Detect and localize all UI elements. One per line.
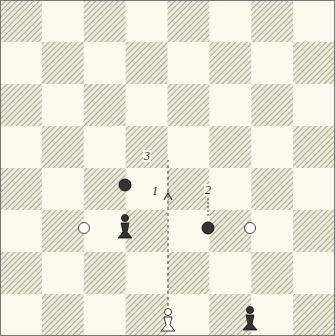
board-square (293, 210, 335, 253)
board-square (293, 0, 335, 43)
board-square (84, 210, 126, 253)
board-square (0, 42, 42, 85)
board-square (209, 252, 251, 295)
board-square (168, 252, 210, 295)
board-square (0, 252, 42, 295)
board-square (209, 168, 251, 211)
board-square (84, 294, 126, 336)
board-square (293, 42, 335, 85)
board-square (126, 84, 168, 127)
board-square (293, 126, 335, 169)
board-square (84, 252, 126, 295)
board-square (168, 84, 210, 127)
board-square (0, 126, 42, 169)
callout-number: 2 (204, 184, 212, 196)
board-square (84, 0, 126, 43)
board-square (0, 294, 42, 336)
board-square (168, 42, 210, 85)
board-square (126, 252, 168, 295)
board-square (84, 84, 126, 127)
board-square (168, 0, 210, 43)
board-square (209, 42, 251, 85)
board-square (42, 0, 84, 43)
board-square (42, 84, 84, 127)
board-square (168, 126, 210, 169)
board-square (42, 126, 84, 169)
board-square (0, 84, 42, 127)
callout-number: 1 (151, 185, 159, 197)
board-square (251, 0, 293, 43)
board-square (0, 0, 42, 43)
board-square (0, 168, 42, 211)
board-square (293, 252, 335, 295)
board-square (251, 168, 293, 211)
board-square (42, 252, 84, 295)
board-square (126, 42, 168, 85)
board-square (0, 210, 42, 253)
board-square (251, 126, 293, 169)
board-square (251, 294, 293, 336)
board-square (251, 42, 293, 85)
board-square (251, 210, 293, 253)
board-square (126, 168, 168, 211)
board-square (42, 168, 84, 211)
board-square (42, 210, 84, 253)
board-square (126, 126, 168, 169)
board-square (126, 210, 168, 253)
callout-number: 3 (143, 150, 151, 162)
board-square (209, 0, 251, 43)
board-square (42, 294, 84, 336)
board-square (293, 168, 335, 211)
board-square (126, 0, 168, 43)
board-square (42, 42, 84, 85)
board-square (251, 252, 293, 295)
board-square (293, 84, 335, 127)
board-square (251, 84, 293, 127)
board-square (209, 126, 251, 169)
board-square (84, 126, 126, 169)
board-square (84, 42, 126, 85)
board-square (293, 294, 335, 336)
board-square (209, 84, 251, 127)
board-square (84, 168, 126, 211)
